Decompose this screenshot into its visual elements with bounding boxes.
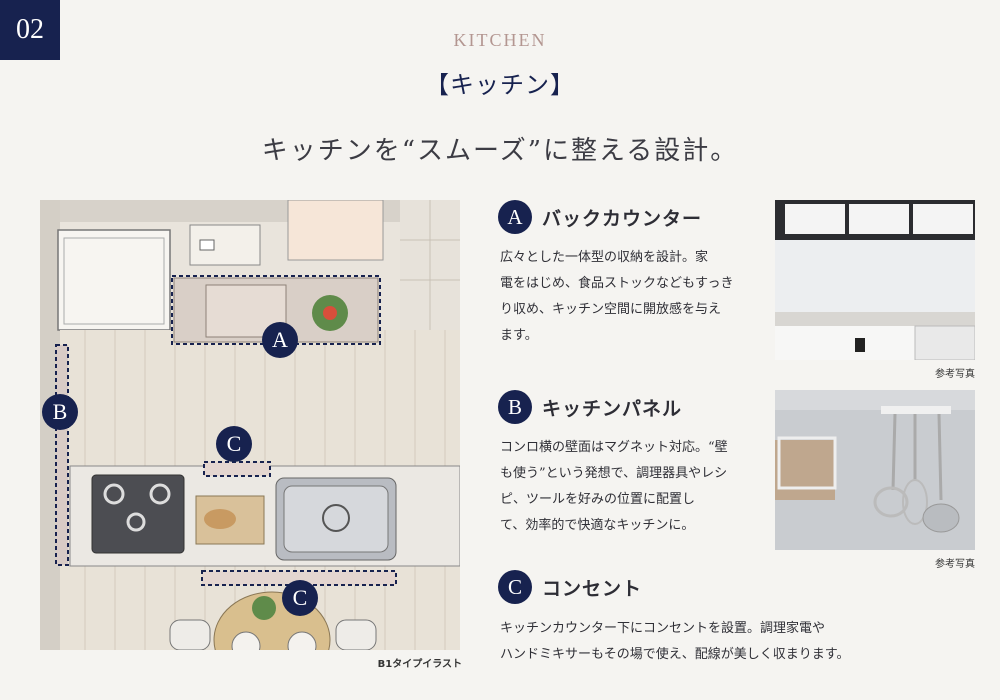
kitchen-floorplan-illustration: A B C C xyxy=(40,200,460,650)
feature-c-description: キッチンカウンター下にコンセントを設置。調理家電や ハンドミキサーもその場で使え… xyxy=(500,616,920,668)
feature-c-line: キッチンカウンター下にコンセントを設置。調理家電や xyxy=(500,621,826,636)
page-number: 02 xyxy=(0,0,60,60)
feature-a-line: り収め、キッチン空間に開放感を与え xyxy=(500,302,722,317)
feature-b-title: キッチンパネル xyxy=(542,397,683,420)
feature-c-heading: C コンセント xyxy=(498,570,642,604)
feature-b-line: て、効率的で快適なキッチンに。 xyxy=(500,518,695,533)
feature-c-badge: C xyxy=(498,570,532,604)
marker-b: B xyxy=(42,394,78,430)
section-eyebrow: KITCHEN xyxy=(453,30,547,50)
feature-b-heading: B キッチンパネル xyxy=(498,390,682,424)
illustration-caption: B1タイプイラスト xyxy=(377,659,462,670)
feature-b-line: ピ、ツールを好みの位置に配置し xyxy=(500,492,696,507)
feature-b-photo-caption: 参考写真 xyxy=(935,559,975,570)
feature-a-badge: A xyxy=(498,200,532,234)
feature-b-badge: B xyxy=(498,390,532,424)
feature-b-photo xyxy=(775,390,975,550)
feature-a-line: 電をはじめ、食品ストックなどもすっき xyxy=(500,276,734,291)
feature-a-photo xyxy=(775,200,975,360)
tagline: キッチンを“スムーズ”に整える設計。 xyxy=(261,136,739,166)
marker-c-upper: C xyxy=(216,426,252,462)
feature-b-description: コンロ横の壁面はマグネット対応。“壁 も使う”という発想で、調理器具やレシ ピ、… xyxy=(500,435,756,539)
feature-a-line: 広々とした一体型の収納を設計。家 xyxy=(500,250,709,265)
feature-c-line: ハンドミキサーもその場で使え、配線が美しく収まります。 xyxy=(500,647,850,662)
feature-c-title: コンセント xyxy=(542,577,643,600)
feature-a-description: 広々とした一体型の収納を設計。家 電をはじめ、食品ストックなどもすっき り収め、… xyxy=(500,245,756,349)
feature-a-photo-caption: 参考写真 xyxy=(935,369,975,380)
marker-a: A xyxy=(262,322,298,358)
feature-a-title: バックカウンター xyxy=(542,207,703,230)
feature-b-line: コンロ横の壁面はマグネット対応。“壁 xyxy=(500,440,728,455)
page-title: 【キッチン】 xyxy=(425,71,575,99)
feature-a-line: ます。 xyxy=(500,328,538,343)
floorplan-drawing xyxy=(40,200,460,650)
marker-c-lower: C xyxy=(282,580,318,616)
feature-a-heading: A バックカウンター xyxy=(498,200,702,234)
feature-b-line: も使う”という発想で、調理器具やレシ xyxy=(500,466,728,481)
